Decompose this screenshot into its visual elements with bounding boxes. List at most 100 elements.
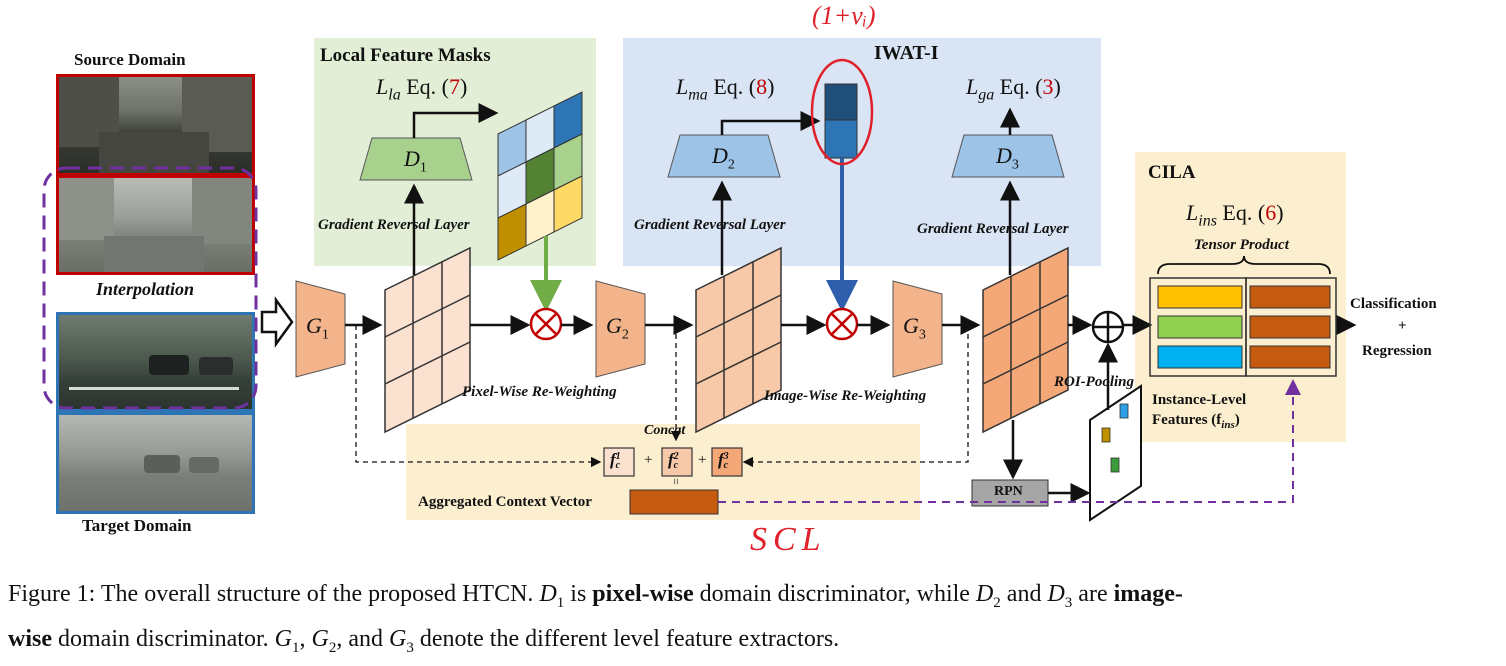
- caption-d2-sub: 2: [993, 594, 1001, 611]
- instance-features-text: Features (f: [1152, 412, 1222, 428]
- d2-main: D: [712, 143, 728, 168]
- context-to-cila-path: [718, 379, 1301, 503]
- loss-ins-close: ): [1276, 200, 1284, 225]
- caption-prefix: Figure 1: The overall structure of the p…: [8, 581, 540, 607]
- fc2-box: [661, 447, 693, 477]
- d3-label: D3: [996, 143, 1019, 173]
- caption-comma1: ,: [299, 625, 312, 652]
- d3-block: [951, 134, 1065, 178]
- handwriting-bottom: SCL: [750, 521, 827, 558]
- input-arrow-icon: [260, 296, 294, 348]
- pixel-wise-label: Pixel-Wise Re-Weighting: [462, 384, 617, 400]
- loss-ga-symbol: L: [966, 74, 979, 99]
- multiply-1-icon: [529, 307, 563, 341]
- grl-label-2: Gradient Reversal Layer: [634, 217, 786, 233]
- interp-building-left: [59, 178, 114, 240]
- context-bracket-box: [1245, 277, 1337, 377]
- iwat-title: IWAT-I: [874, 42, 939, 64]
- output-label-1: Classification: [1350, 296, 1437, 312]
- loss-ga-num: 3: [1042, 74, 1054, 99]
- loss-ma-close: ): [767, 74, 775, 99]
- roi-box-1: [1101, 427, 1111, 443]
- diagram-svg: (1+vᵢ) SCL: [42, 1, 1357, 558]
- interpolation-image: [56, 175, 255, 275]
- d1-main: D: [404, 146, 420, 171]
- caption-pixel-wise: pixel-wise: [592, 581, 694, 607]
- fc2-main: f: [668, 450, 674, 469]
- tensor-product-label: Tensor Product: [1194, 237, 1289, 253]
- instance-features-label-2: Features (fins): [1152, 412, 1240, 431]
- add-circle-icon: [1091, 310, 1125, 344]
- source-road: [99, 132, 209, 173]
- g2-block: [595, 280, 646, 378]
- image-weight-bar-top: [824, 83, 858, 121]
- interpolation-label: Interpolation: [96, 279, 195, 299]
- equals-sign: =: [668, 478, 683, 485]
- context-vector-bar: [629, 489, 719, 515]
- target-car-2: [199, 357, 233, 375]
- handwriting-top: (1+vᵢ): [812, 1, 876, 30]
- feature-map-2: [695, 246, 782, 434]
- loss-la-symbol: L: [376, 74, 389, 99]
- g1-sub: 1: [321, 327, 329, 343]
- roi-plane: [1089, 384, 1142, 522]
- caption-g1: G: [274, 625, 292, 652]
- fc3-sup: 3: [723, 451, 729, 463]
- loss-ins-symbol: L: [1186, 200, 1199, 225]
- loss-la-close: ): [459, 74, 468, 99]
- fc3-main: f: [718, 450, 724, 469]
- fc1-sub: c: [615, 460, 621, 472]
- feature-map-1: [384, 246, 471, 434]
- fog-car-1: [144, 455, 180, 473]
- image-weight-bar-bottom: [824, 119, 858, 159]
- caption-d2: D: [975, 581, 994, 607]
- caption-is: is: [564, 581, 593, 607]
- fc1-box: [603, 447, 635, 477]
- loss-ma-num: 8: [756, 74, 768, 99]
- grl-label-1: Gradient Reversal Layer: [318, 217, 470, 233]
- d1-block: [359, 137, 473, 181]
- interp-road: [104, 236, 204, 272]
- fc1-sup: 1: [615, 451, 621, 463]
- loss-ma-sub: ma: [688, 86, 708, 104]
- loss-ga-sub: ga: [978, 86, 995, 104]
- loss-ins-label: Lins Eq. (6): [1186, 200, 1284, 230]
- caption-and: and: [1000, 581, 1048, 607]
- source-domain-image: [56, 74, 255, 176]
- feature-map-3: [982, 246, 1069, 434]
- interpolation-dashed-box: [42, 166, 258, 410]
- source-domain-label: Source Domain: [74, 50, 186, 69]
- feature-bar-cyan: [1157, 345, 1243, 369]
- plus-2: +: [698, 452, 707, 468]
- caption-are: are: [1072, 581, 1114, 607]
- d1-to-loss-arrow: [412, 103, 499, 138]
- context-vector-label: Aggregated Context Vector: [418, 494, 592, 510]
- caption-d1: D: [539, 581, 557, 607]
- g1-block: [295, 280, 346, 378]
- fog-car-2: [189, 457, 219, 473]
- d2-block: [667, 134, 781, 178]
- interpolated-target-image: [56, 312, 255, 412]
- g1-main: G: [306, 313, 322, 338]
- g2-main: G: [606, 313, 622, 338]
- tensor-product-brace: [1157, 255, 1331, 275]
- g3-block: [892, 280, 943, 378]
- caption-and2: , and: [336, 625, 389, 652]
- plus-1: +: [644, 452, 653, 468]
- caption-while: domain discriminator, while: [693, 581, 976, 607]
- g3-main: G: [903, 313, 919, 338]
- roi-box-3: [1110, 457, 1120, 473]
- context-bar-2: [1249, 315, 1331, 339]
- d2-to-bar-arrow: [720, 111, 821, 135]
- fc3-sub: c: [723, 460, 729, 472]
- figure-caption: Figure 1: The overall structure of the p…: [8, 576, 1498, 666]
- target-domain-image: [56, 412, 255, 514]
- caption-rest1: domain discriminator.: [52, 625, 275, 652]
- loss-ma-label: Lma Eq. (8): [676, 74, 774, 104]
- image-wise-label: Image-Wise Re-Weighting: [764, 388, 927, 404]
- g1-label: G1: [306, 313, 329, 343]
- dash-g1-to-fc1: [355, 325, 602, 468]
